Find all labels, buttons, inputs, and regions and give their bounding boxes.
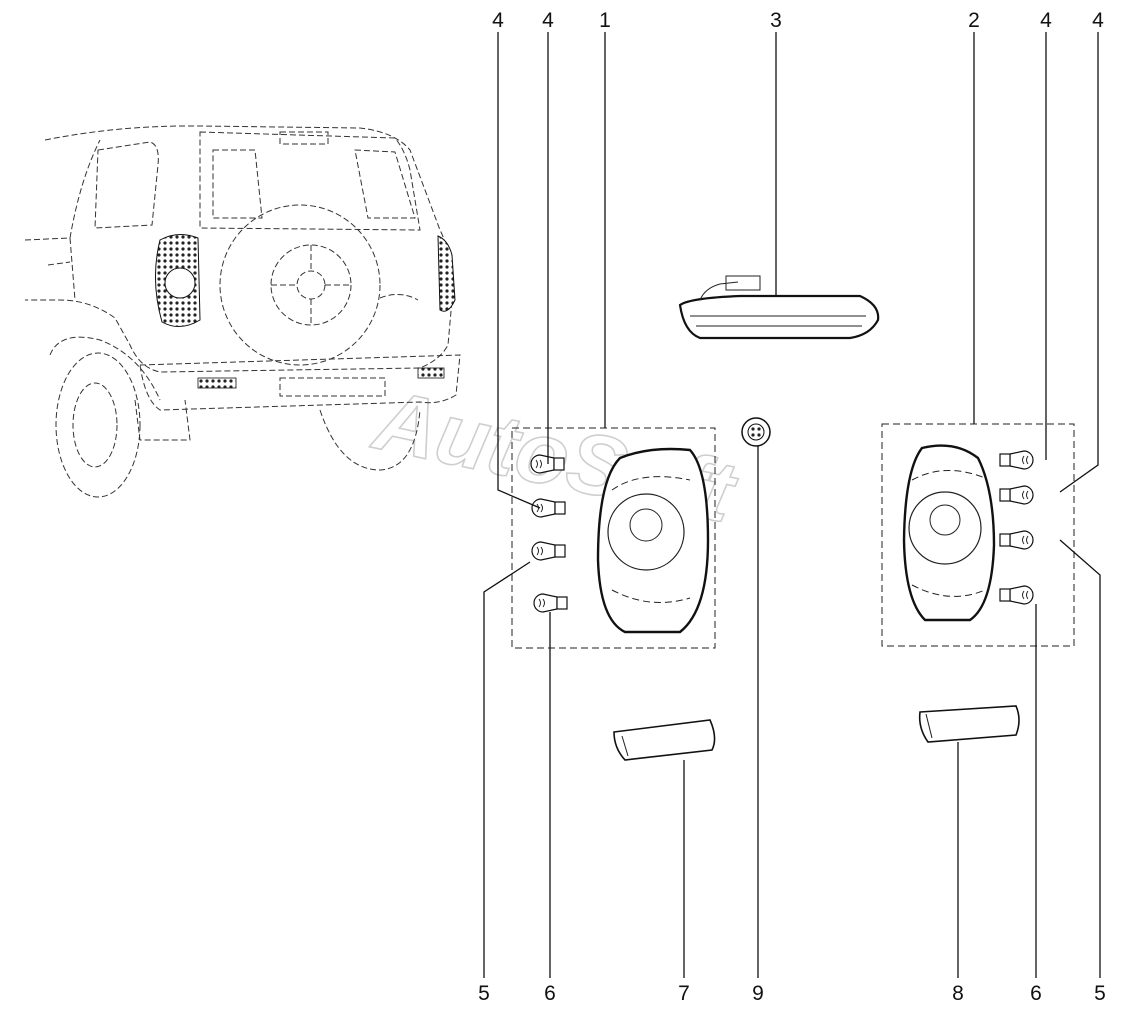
callout-3-high-stop-lamp: 3	[770, 9, 782, 32]
callout-2-right-lamp: 2	[968, 9, 980, 32]
callout-4-bulb-left-outer: 4	[492, 9, 504, 32]
callout-labels: 4 4 1 3 2 4 4 5 6 7 9 8 6 5	[478, 9, 1106, 1005]
high-stop-lamp	[678, 275, 880, 340]
callout-6-bulb-left: 6	[544, 982, 556, 1005]
vehicle-rear-view	[24, 125, 461, 498]
leader-lines	[483, 32, 1101, 978]
right-lamp-group	[881, 423, 1075, 647]
callout-8-right-reflector: 8	[952, 982, 964, 1005]
callout-7-left-reflector: 7	[678, 982, 690, 1005]
grommet	[741, 417, 771, 447]
callout-6-bulb-right: 6	[1030, 982, 1042, 1005]
callout-4-bulb-right-outer: 4	[1092, 9, 1104, 32]
callout-1-left-lamp: 1	[599, 9, 611, 32]
right-reflector	[918, 705, 1020, 743]
callout-4-bulb-right-top: 4	[1040, 9, 1052, 32]
callout-5-bulb-left: 5	[478, 982, 490, 1005]
callout-9-grommet: 9	[752, 982, 764, 1005]
left-lamp-group	[511, 427, 716, 649]
callout-4-bulb-left-top: 4	[542, 9, 554, 32]
left-reflector	[613, 719, 716, 761]
callout-5-bulb-right: 5	[1094, 982, 1106, 1005]
